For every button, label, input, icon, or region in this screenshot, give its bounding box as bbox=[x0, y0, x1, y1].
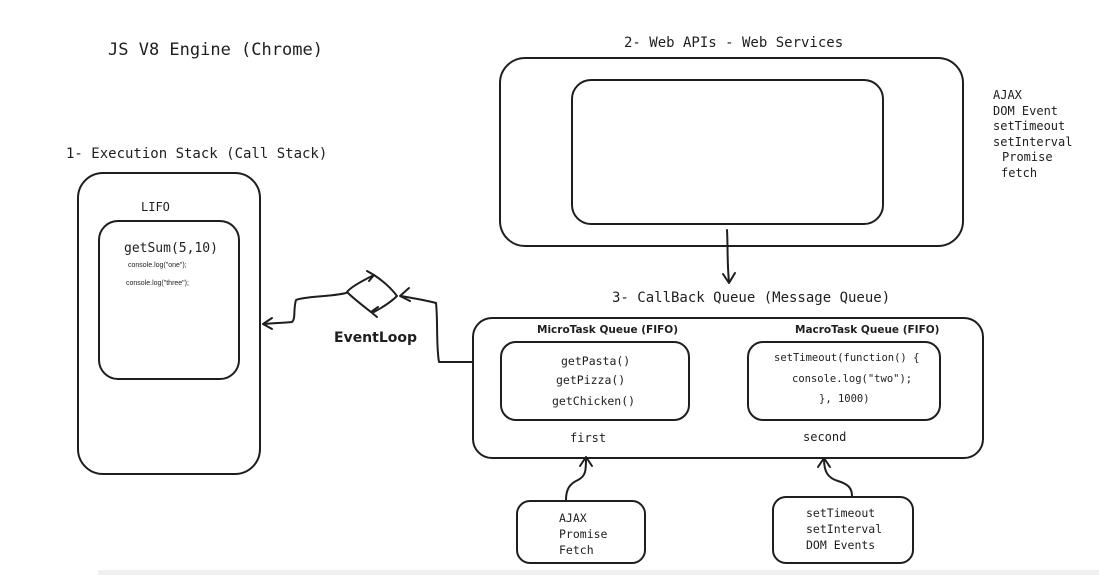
macrotask-line-2: console.log("two"); bbox=[792, 373, 913, 385]
macrotask-source-settimeout: setTimeout bbox=[806, 506, 876, 520]
microtask-get-pasta: getPasta() bbox=[561, 354, 631, 368]
stack-frame-getsum: getSum(5,10) bbox=[124, 241, 218, 256]
arrow-eventloop-to-stack bbox=[263, 292, 347, 325]
macrotask-priority-label: second bbox=[803, 430, 847, 444]
arrow-microsources-to-queue bbox=[565, 457, 587, 501]
microtask-queue-title: MicroTask Queue (FIFO) bbox=[537, 324, 678, 336]
microtask-priority-label: first bbox=[570, 431, 607, 445]
macrotask-line-1: setTimeout(function() { bbox=[774, 352, 920, 364]
callback-queue-box bbox=[472, 317, 984, 459]
microtask-get-chicken: getChicken() bbox=[552, 394, 636, 408]
macrotask-queue-title: MacroTask Queue (FIFO) bbox=[795, 324, 940, 336]
event-loop-icon-tick-bottom bbox=[370, 306, 379, 318]
stack-frame-log-one: console.log("one"); bbox=[128, 262, 187, 269]
event-loop-icon-right bbox=[373, 274, 398, 313]
execution-stack-box bbox=[77, 172, 261, 475]
call-stack-frame-box bbox=[98, 220, 240, 380]
bottom-scrollbar-track bbox=[98, 570, 1099, 575]
event-loop-label: EventLoop bbox=[334, 330, 418, 346]
microtask-queue-box bbox=[500, 341, 690, 421]
web-api-ajax: AJAX bbox=[993, 88, 1022, 102]
macrotask-sources-list: setTimeout setInterval DOM Events bbox=[806, 505, 882, 553]
event-loop-icon-tick-top bbox=[366, 270, 375, 282]
web-apis-heading: 2- Web APIs - Web Services bbox=[624, 35, 844, 51]
microtask-sources-list: AJAX Promise Fetch bbox=[559, 510, 607, 558]
web-api-promise: Promise bbox=[1002, 150, 1053, 164]
arrow-macrosources-to-queue bbox=[823, 458, 853, 497]
macrotask-line-3: }, 1000) bbox=[819, 393, 870, 405]
macrotask-source-dom-events: DOM Events bbox=[806, 538, 876, 552]
web-api-setinterval: setInterval bbox=[993, 134, 1073, 149]
diagram-title: JS V8 Engine (Chrome) bbox=[108, 40, 323, 60]
stack-frame-log-three: console.log("three"); bbox=[126, 280, 189, 287]
web-api-dom-event: DOM Event bbox=[993, 103, 1059, 118]
microtask-source-promise: Promise bbox=[559, 527, 608, 541]
arrow-queue-to-eventloop bbox=[400, 295, 473, 363]
microtask-source-fetch: Fetch bbox=[559, 543, 594, 557]
macrotask-sources-box bbox=[772, 496, 914, 564]
arrowhead-queue-to-eventloop bbox=[399, 287, 411, 302]
stack-order-label: LIFO bbox=[141, 200, 170, 214]
macrotask-queue-box bbox=[747, 341, 941, 421]
callback-queue-heading: 3- CallBack Queue (Message Queue) bbox=[612, 290, 891, 306]
arrowhead-webapis-to-queue bbox=[722, 272, 736, 284]
macrotask-source-setinterval: setInterval bbox=[806, 522, 883, 536]
web-apis-list: AJAX DOM Event setTimeout setInterval Pr… bbox=[993, 88, 1072, 181]
arrowhead-macrosources-to-queue bbox=[817, 457, 831, 468]
arrowhead-eventloop-to-stack bbox=[262, 317, 273, 330]
microtask-get-pizza: getPizza() bbox=[556, 373, 626, 387]
web-apis-inner-box bbox=[571, 79, 884, 225]
microtask-sources-box bbox=[516, 500, 646, 564]
web-api-settimeout: setTimeout bbox=[993, 119, 1066, 133]
execution-stack-heading: 1- Execution Stack (Call Stack) bbox=[66, 146, 328, 162]
microtask-source-ajax: AJAX bbox=[559, 511, 587, 525]
web-api-fetch: fetch bbox=[1001, 165, 1038, 180]
web-apis-box bbox=[499, 57, 964, 247]
event-loop-icon-left bbox=[346, 275, 373, 313]
